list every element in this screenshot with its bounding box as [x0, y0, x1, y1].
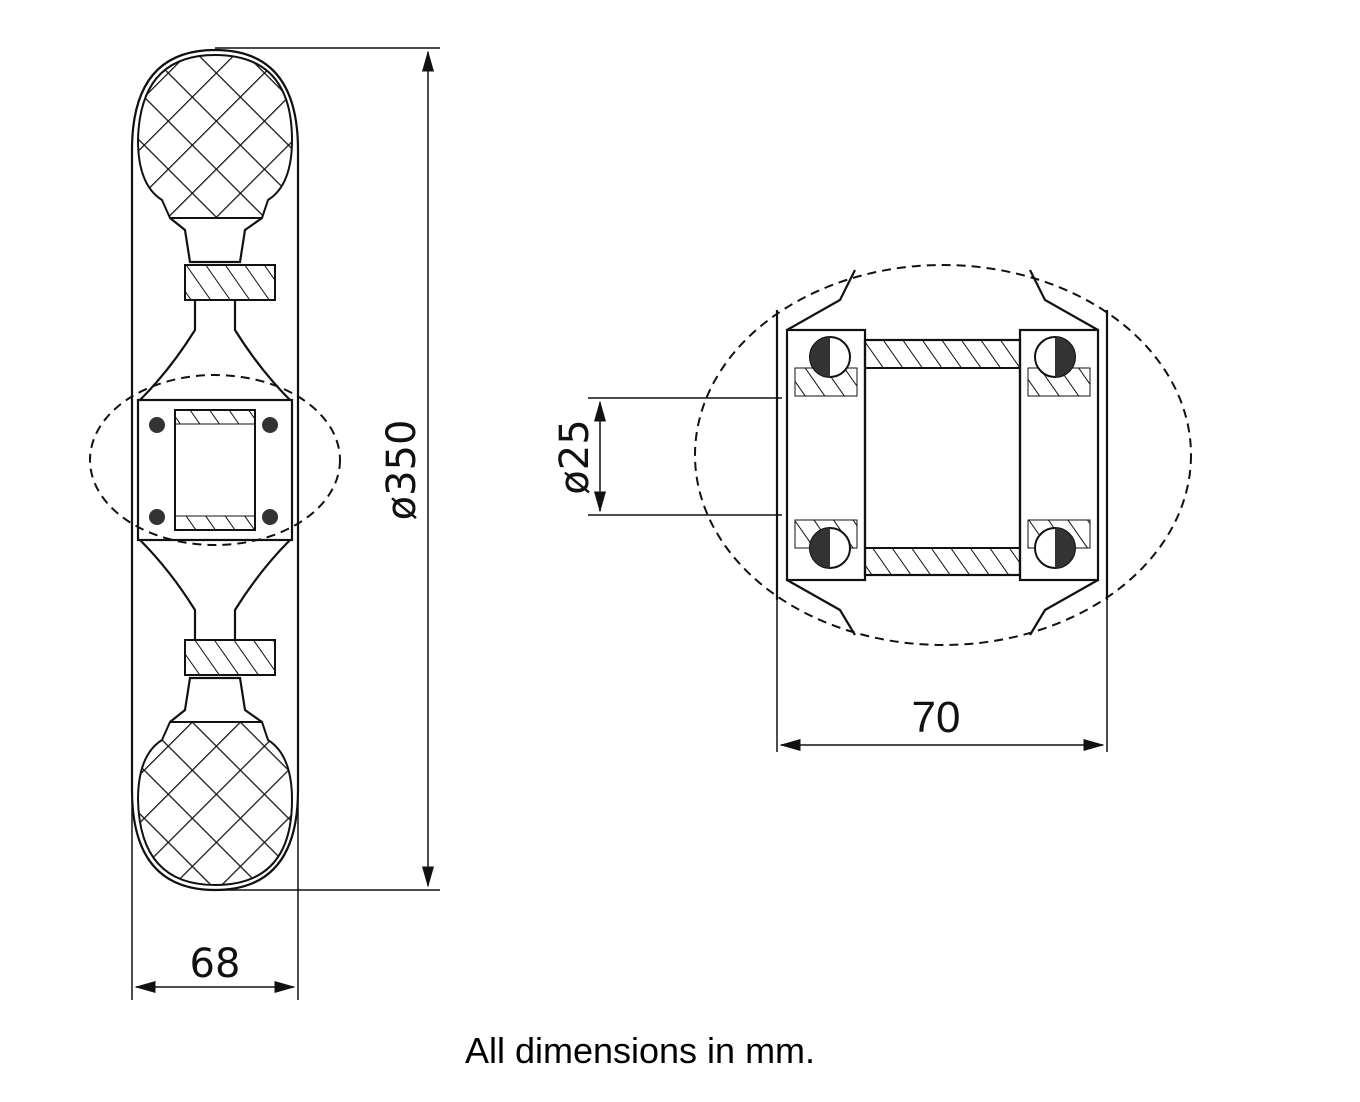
tyre-bottom — [136, 721, 294, 887]
hub-shaft — [174, 409, 256, 531]
shaft-tube — [863, 338, 1022, 577]
hub-detail-view: ø25 70 — [552, 264, 1192, 752]
bore-label: ø25 — [552, 419, 598, 494]
wheel-width-label: 68 — [190, 941, 241, 987]
bearing-balls — [809, 336, 1076, 569]
bolt-top — [184, 264, 276, 301]
diameter-label: ø350 — [379, 420, 425, 521]
caption: All dimensions in mm. — [464, 1030, 816, 1071]
wheel-section-view: ø350 68 — [89, 47, 440, 1000]
detail-circle-marker — [89, 374, 341, 546]
bolt-bottom — [184, 639, 276, 676]
tyre-top — [136, 53, 294, 219]
detail-width-label: 70 — [912, 693, 961, 742]
